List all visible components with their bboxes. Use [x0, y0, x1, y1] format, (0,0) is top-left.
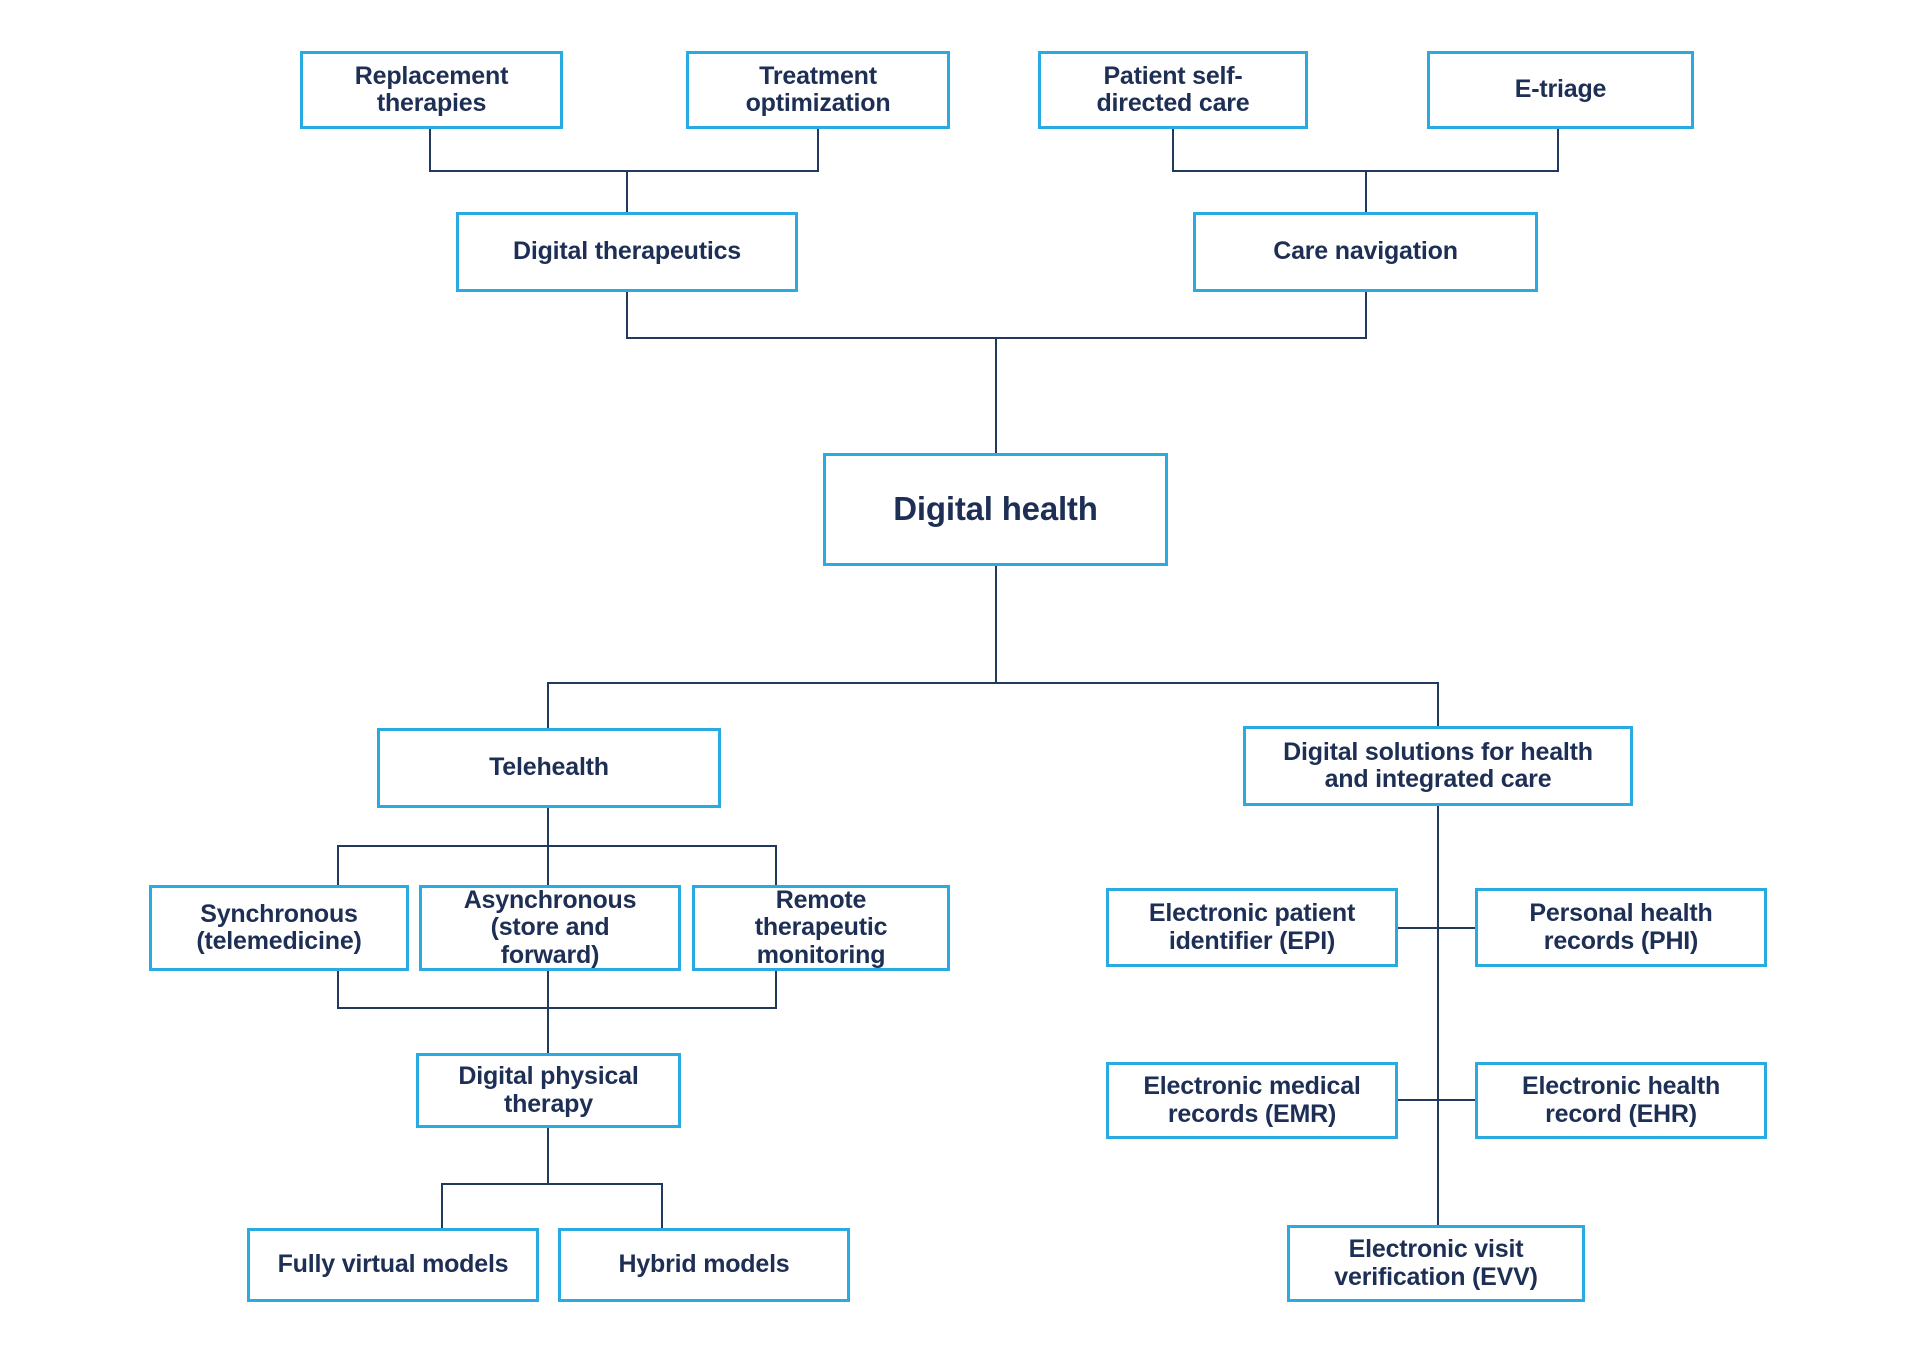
node-fully-virtual-models: Fully virtual models	[247, 1228, 539, 1302]
connector-line	[661, 1183, 663, 1228]
node-digital-solutions: Digital solutions for health and integra…	[1243, 726, 1633, 806]
node-digital-physical-therapy: Digital physical therapy	[416, 1053, 681, 1128]
connector-line	[429, 170, 819, 172]
connector-line	[547, 682, 549, 728]
node-e-triage: E-triage	[1427, 51, 1694, 129]
node-electronic-patient-identifier: Electronic patient identifier (EPI)	[1106, 888, 1398, 967]
node-synchronous-telemedicine: Synchronous (telemedicine)	[149, 885, 409, 971]
node-electronic-medical-records: Electronic medical records (EMR)	[1106, 1062, 1398, 1139]
node-patient-self-directed-care: Patient self- directed care	[1038, 51, 1308, 129]
connector-line	[337, 845, 777, 847]
connector-line	[1437, 806, 1439, 1225]
node-digital-therapeutics: Digital therapeutics	[456, 212, 798, 292]
connector-line	[626, 170, 628, 212]
connector-line	[429, 129, 431, 171]
node-hybrid-models: Hybrid models	[558, 1228, 850, 1302]
connector-line	[1398, 1099, 1477, 1101]
connector-line	[1437, 682, 1439, 726]
node-replacement-therapies: Replacement therapies	[300, 51, 563, 129]
node-telehealth: Telehealth	[377, 728, 721, 808]
connector-line	[441, 1183, 443, 1228]
connector-line	[995, 337, 997, 453]
connector-line	[1398, 927, 1477, 929]
connector-line	[1365, 292, 1367, 339]
connector-line	[441, 1183, 663, 1185]
node-digital-health: Digital health	[823, 453, 1168, 566]
connector-line	[626, 292, 628, 339]
node-remote-therapeutic-monitoring: Remote therapeutic monitoring	[692, 885, 950, 971]
connector-line	[1557, 129, 1559, 171]
node-electronic-visit-verification: Electronic visit verification (EVV)	[1287, 1225, 1585, 1302]
node-electronic-health-record: Electronic health record (EHR)	[1475, 1062, 1767, 1139]
connector-line	[547, 682, 1439, 684]
connector-line	[1172, 129, 1174, 171]
connector-line	[817, 129, 819, 171]
connector-line	[337, 1007, 777, 1009]
node-treatment-optimization: Treatment optimization	[686, 51, 950, 129]
node-personal-health-records: Personal health records (PHI)	[1475, 888, 1767, 967]
connector-line	[1365, 170, 1367, 212]
connector-line	[547, 1128, 549, 1185]
node-care-navigation: Care navigation	[1193, 212, 1538, 292]
connector-line	[995, 566, 997, 684]
node-asynchronous-store-forward: Asynchronous (store and forward)	[419, 885, 681, 971]
